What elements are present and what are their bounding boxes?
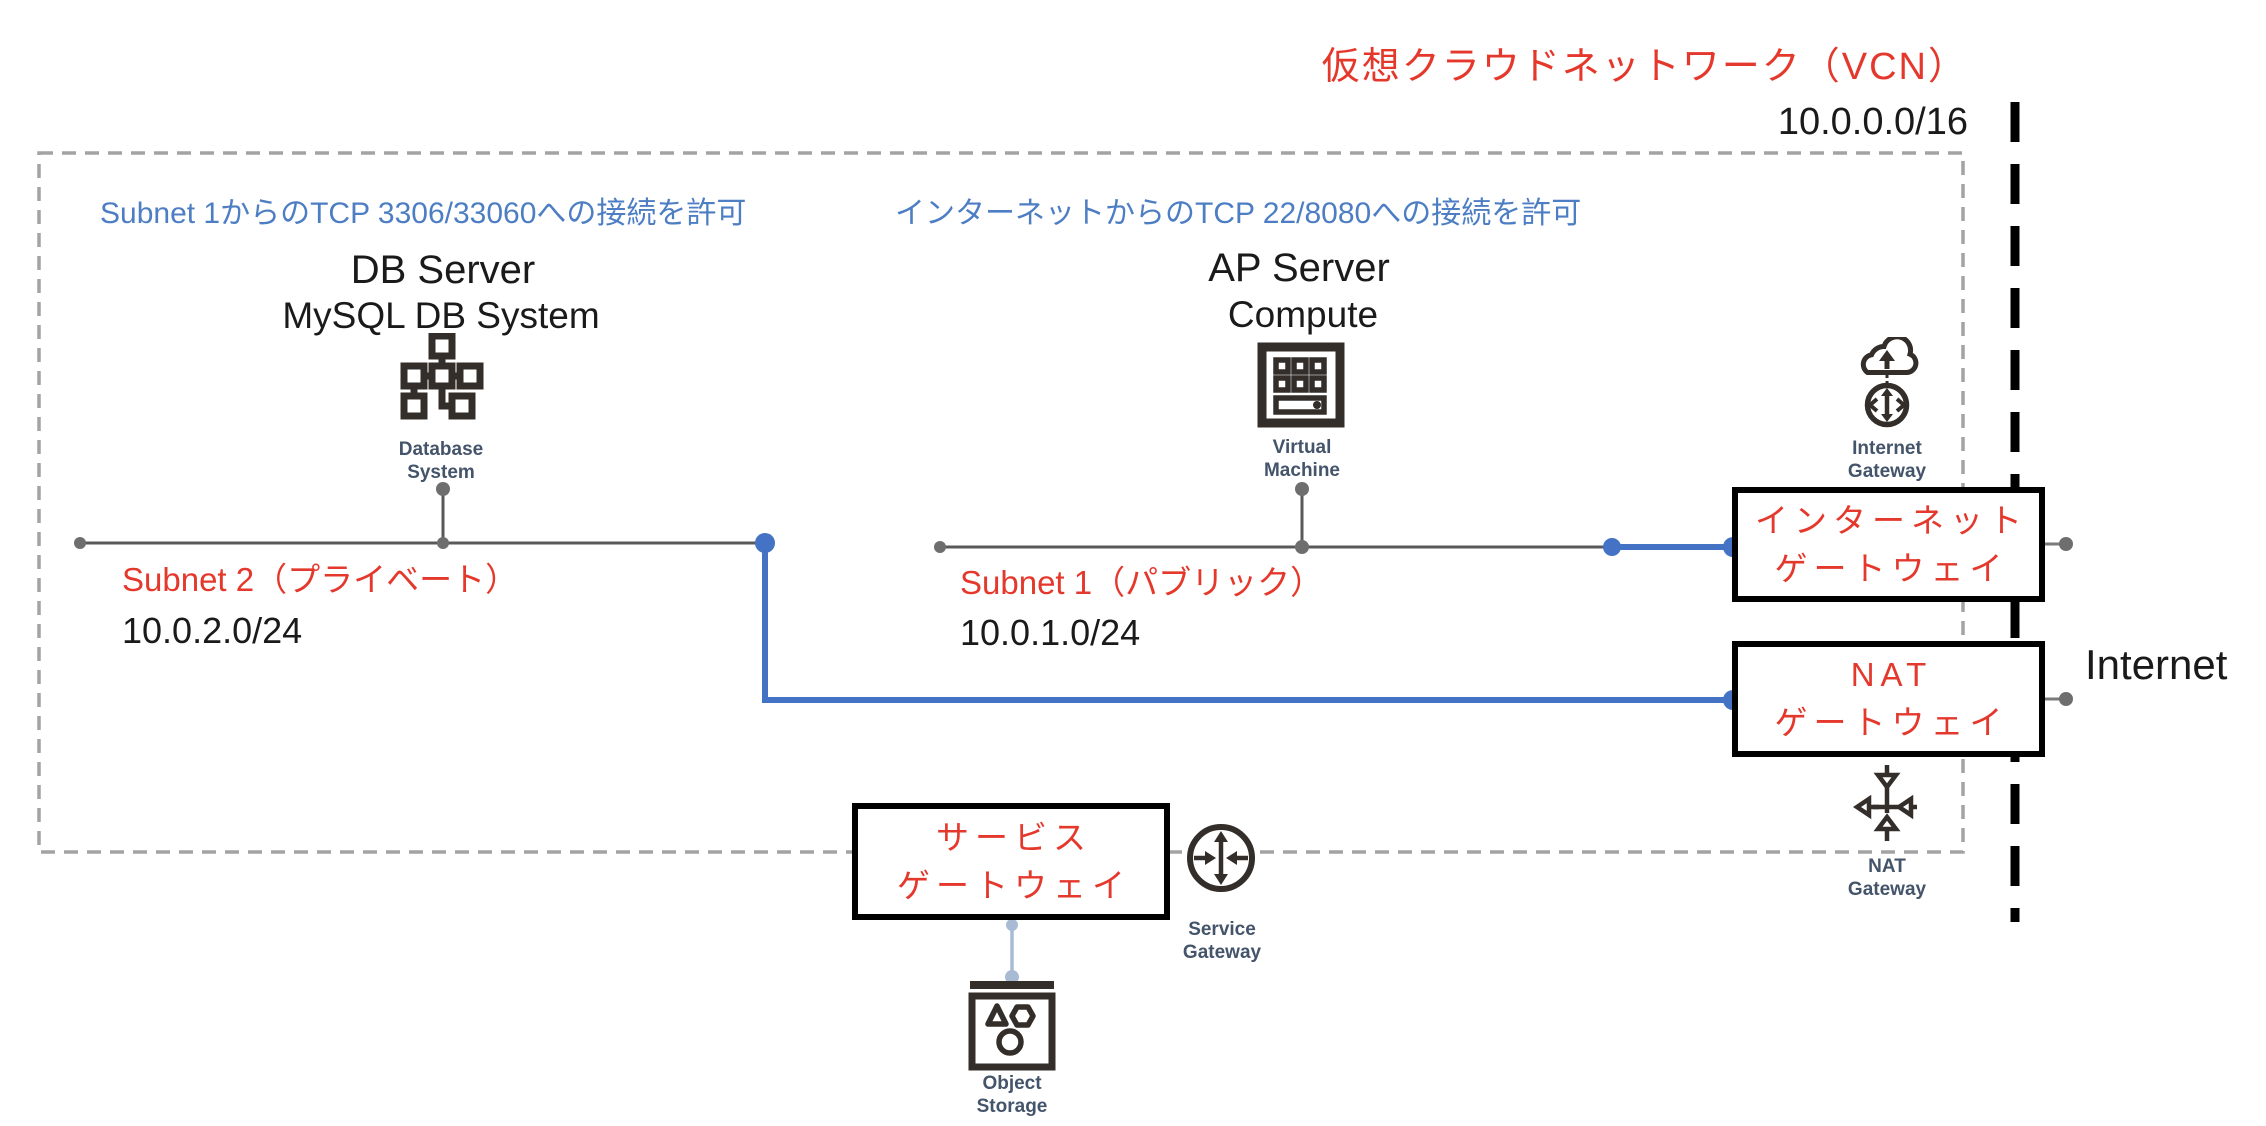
service-gateway-icon bbox=[1187, 824, 1255, 892]
internet-label: Internet bbox=[2085, 641, 2228, 688]
database-system-icon bbox=[400, 333, 484, 420]
virtual-machine-icon bbox=[1257, 342, 1345, 428]
ap-security-rule-annotation: インターネットからのTCP 22/8080への接続を許可 bbox=[895, 197, 1582, 230]
internet-gateway-icon bbox=[1860, 337, 1919, 428]
nat-gateway-box: NAT ゲートウェイ bbox=[1732, 641, 2045, 757]
internet-gateway-box: インターネット ゲートウェイ bbox=[1732, 487, 2045, 602]
service-gateway-icon-label: Service Gateway bbox=[1182, 919, 1262, 963]
internet-gateway-icon-label: Internet Gateway bbox=[1847, 438, 1927, 482]
subnet2-left-endpoint-dot bbox=[74, 537, 86, 549]
vcn-title: 仮想クラウドネットワーク（VCN） bbox=[1321, 46, 1968, 88]
subnet1-left-endpoint-dot bbox=[934, 541, 946, 553]
subnet2-cidr: 10.0.2.0/24 bbox=[122, 610, 303, 651]
subnet2-blue-endpoint-dot bbox=[755, 533, 775, 553]
igw-right-dot bbox=[2059, 537, 2073, 551]
db-connector-top-dot bbox=[436, 482, 450, 496]
subnet1-name: Subnet 1（パブリック） bbox=[960, 564, 1324, 601]
ap-server-title: AP Server bbox=[1208, 246, 1390, 290]
db-security-rule-annotation: Subnet 1からのTCP 3306/33060への接続を許可 bbox=[100, 197, 747, 230]
nat-right-dot bbox=[2059, 692, 2073, 706]
service-gateway-box: サービス ゲートウェイ bbox=[852, 803, 1170, 920]
vcn-dashed-border bbox=[37, 151, 1965, 854]
nat-gateway-icon-label: NAT Gateway bbox=[1847, 856, 1927, 900]
ap-server-subtitle: Compute bbox=[1227, 294, 1379, 335]
database-system-icon-label: Database System bbox=[398, 439, 484, 483]
vm-line-junction-dot bbox=[1295, 540, 1309, 554]
subnet1-cidr: 10.0.1.0/24 bbox=[960, 612, 1141, 653]
db-server-title: DB Server bbox=[350, 248, 536, 292]
subnet2-to-nat-blue-path bbox=[762, 543, 1733, 703]
object-storage-icon-label: Object Storage bbox=[976, 1073, 1048, 1117]
vm-connector-top-dot bbox=[1295, 482, 1309, 496]
object-storage-icon bbox=[968, 981, 1056, 1071]
db-line-junction-dot bbox=[437, 537, 449, 549]
sgw-connector-bottom-dot bbox=[1005, 970, 1019, 984]
nat-gateway-icon bbox=[1853, 765, 1917, 841]
db-server-subtitle: MySQL DB System bbox=[282, 295, 600, 336]
virtual-machine-icon-label: Virtual Machine bbox=[1263, 437, 1341, 481]
subnet1-blue-start-dot bbox=[1603, 538, 1621, 556]
sgw-connector-top-dot bbox=[1006, 919, 1018, 931]
vcn-cidr: 10.0.0.0/16 bbox=[1777, 101, 1968, 143]
subnet2-name: Subnet 2（プライベート） bbox=[122, 561, 519, 598]
